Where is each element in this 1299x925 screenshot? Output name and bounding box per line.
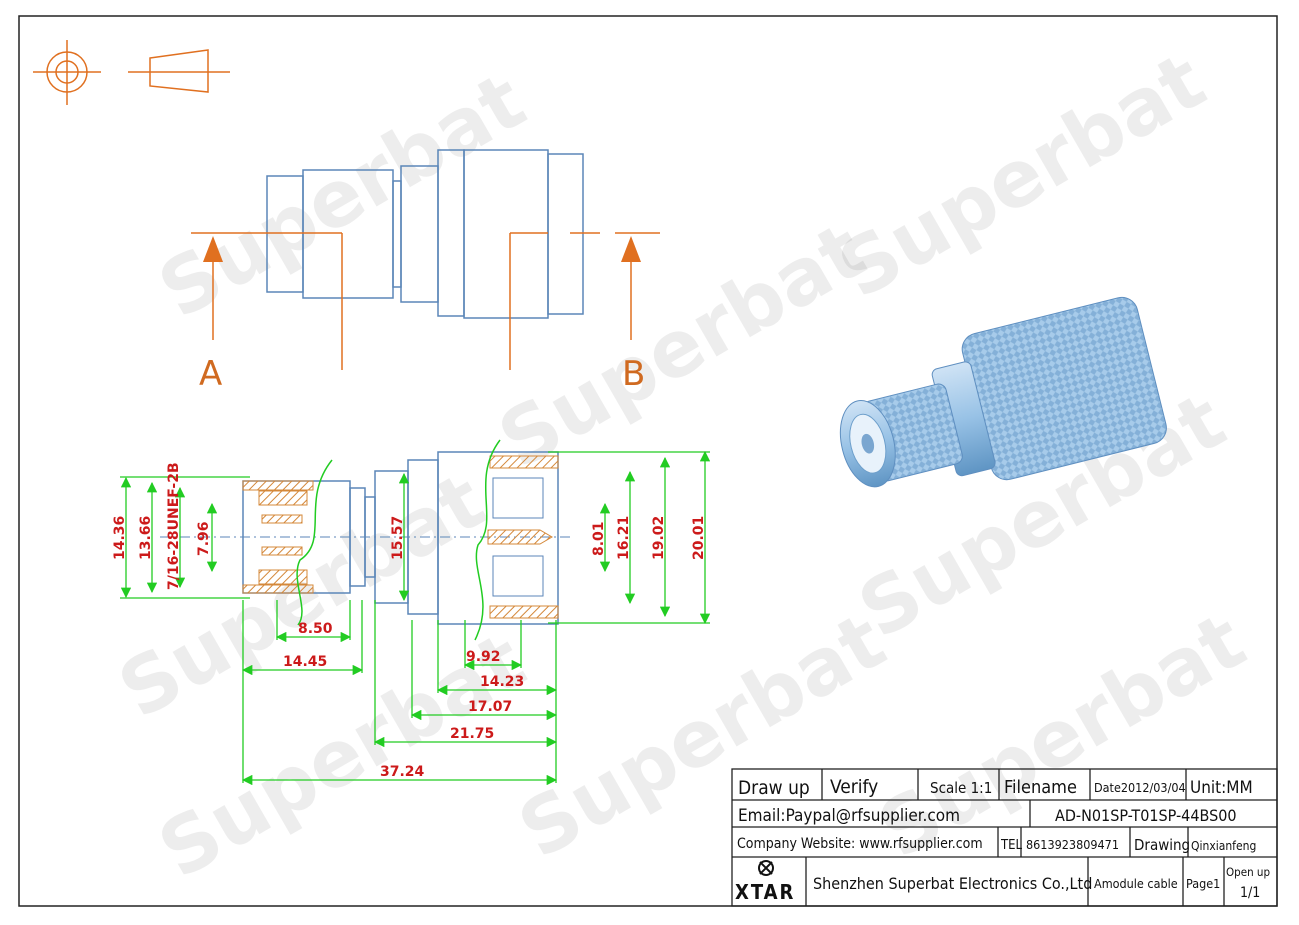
- section-line: [191, 232, 660, 370]
- break-lines: [296, 439, 501, 641]
- dim-label: 7/16-28UNEF-2B: [166, 462, 182, 590]
- dim-label: 13.66: [138, 516, 154, 560]
- section-arrow-a: [203, 236, 223, 262]
- dim-label: 14.23: [480, 674, 524, 690]
- projection-symbol: [33, 40, 230, 105]
- watermark-text: Superbat: [485, 206, 880, 486]
- drawing-border: [18, 15, 1278, 907]
- email-text: Email:Paypal@rfsupplier.com: [738, 806, 960, 826]
- product-render: [839, 296, 1167, 488]
- dim-label: 21.75: [450, 726, 494, 742]
- filename-label: Filename: [1004, 777, 1077, 798]
- title-block-texts: Draw up Verify Scale 1:1 Filename Date20…: [735, 776, 1270, 904]
- cable-label: Amodule cable: [1094, 876, 1178, 891]
- section-view: [160, 439, 570, 641]
- dim-label: 8.01: [591, 521, 607, 556]
- drawer-name: Qinxianfeng: [1191, 839, 1256, 853]
- dim-label: 16.21: [616, 516, 632, 560]
- section-label-b: B: [622, 354, 645, 394]
- watermark-text: Superbat: [825, 36, 1220, 316]
- part-number-text: AD-N01SP-T01SP-44BS00: [1055, 806, 1237, 825]
- dim-label: 14.45: [283, 654, 327, 670]
- hatched-sections: [242, 455, 559, 619]
- open-up-value: 1/1: [1240, 885, 1260, 901]
- xtar-logo: XTAR: [735, 860, 795, 904]
- logo-text: XTAR: [735, 880, 795, 904]
- watermark-group: Superbat Superbat Superbat Superbat Supe…: [105, 36, 1260, 896]
- page-label: Page1: [1186, 876, 1220, 891]
- open-up-label: Open up: [1226, 865, 1270, 879]
- dim-label: 19.02: [651, 516, 667, 560]
- website-text: Company Website: www.rfsupplier.com: [737, 836, 983, 852]
- date-label: Date2012/03/04: [1094, 780, 1186, 795]
- dim-label: 17.07: [468, 699, 512, 715]
- vertical-dimension-texts: 14.36 13.66 7/16-28UNEF-2B 7.96 15.57 8.…: [112, 462, 707, 590]
- watermark-text: Superbat: [505, 596, 900, 876]
- company-name: Shenzhen Superbat Electronics Co.,Ltd: [813, 874, 1092, 893]
- dim-label: 37.24: [380, 764, 425, 780]
- verify-label: Verify: [830, 776, 878, 798]
- watermark-text: Superbat: [865, 596, 1260, 876]
- dim-label: 8.50: [298, 621, 333, 637]
- dimension-lines: [120, 450, 711, 786]
- outer-view: [266, 149, 584, 319]
- scale-label: Scale 1:1: [930, 779, 992, 797]
- horizontal-dimension-texts: 8.50 14.45 9.92 14.23 17.07 21.75 37.24: [283, 621, 524, 780]
- title-block: [731, 768, 1278, 907]
- section-label-a: A: [199, 354, 222, 394]
- draw-up-label: Draw up: [738, 777, 810, 799]
- dim-label: 7.96: [196, 521, 212, 556]
- drawing-label: Drawing: [1134, 836, 1190, 854]
- section-arrow-b: [621, 236, 641, 262]
- tel-label: TEL: [1000, 838, 1023, 853]
- dim-label: 15.57: [390, 516, 406, 560]
- dim-label: 14.36: [112, 516, 128, 560]
- dim-label: 9.92: [466, 649, 501, 665]
- unit-label: Unit:MM: [1190, 778, 1253, 798]
- tel-number: 8613923809471: [1026, 837, 1119, 852]
- dim-label: 20.01: [691, 516, 707, 560]
